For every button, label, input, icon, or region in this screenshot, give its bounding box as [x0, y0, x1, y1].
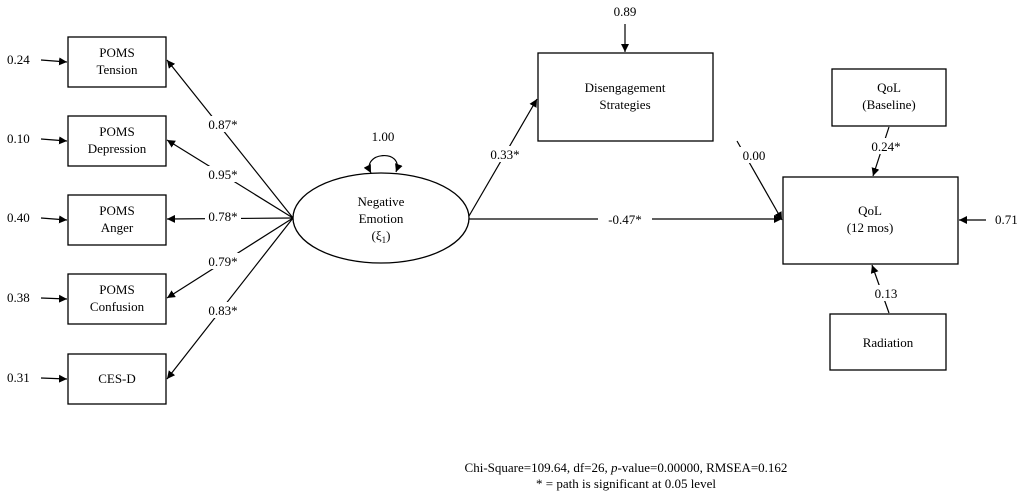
node-label: Strategies [599, 97, 650, 112]
error-label: 0.38 [7, 290, 30, 305]
node-radiation: Radiation [829, 313, 947, 371]
node-label: POMS [99, 124, 134, 139]
node-label: (12 mos) [847, 220, 894, 235]
node-label: POMS [99, 45, 134, 60]
node-label: POMS [99, 282, 134, 297]
model-fit-statistics: Chi-Square=109.64, df=26, p-value=0.0000… [465, 460, 788, 475]
loading-paths: 0.87* 0.95* 0.78* 0.79* 0.83* [166, 59, 294, 380]
path-coefficient: 0.87* [208, 117, 237, 132]
node-label: CES-D [98, 371, 136, 386]
node-label-symbol: (ξ1) [372, 228, 391, 245]
node-label: Confusion [90, 299, 145, 314]
node-label: Emotion [359, 211, 404, 226]
node-label: QoL [877, 80, 901, 95]
node-label: QoL [858, 203, 882, 218]
variance-label: 1.00 [372, 129, 395, 144]
path-coefficient: 0.24* [871, 139, 900, 154]
node-poms-anger: POMS Anger [67, 194, 167, 246]
node-label: Radiation [863, 335, 914, 350]
node-label: Negative [358, 194, 405, 209]
node-label: Anger [101, 220, 134, 235]
error-label: 0.10 [7, 131, 30, 146]
error-label: 0.40 [7, 210, 30, 225]
node-ces-d: CES-D [67, 353, 167, 405]
error-label: 0.24 [7, 52, 30, 67]
path-coefficient: 0.95* [208, 167, 237, 182]
variance-loop: 1.00 [363, 129, 403, 174]
path-coefficient: 0.78* [208, 209, 237, 224]
path-coefficient: 0.79* [208, 254, 237, 269]
node-label: Tension [97, 62, 138, 77]
node-qol-baseline: QoL (Baseline) [831, 68, 947, 127]
error-label: 0.89 [614, 4, 637, 19]
path-coefficient: 0.33* [490, 147, 519, 162]
path-coefficient: -0.47* [608, 212, 642, 227]
node-poms-confusion: POMS Confusion [67, 273, 167, 325]
node-qol-12mos: QoL (12 mos) [782, 176, 959, 265]
node-label: Depression [88, 141, 147, 156]
path-coefficient: 0.83* [208, 303, 237, 318]
node-label: Disengagement [585, 80, 666, 95]
error-terms-indicators: 0.24 0.10 0.40 0.38 0.31 [7, 52, 68, 385]
node-poms-tension: POMS Tension [67, 36, 167, 88]
path-coefficient: 0.13 [875, 286, 898, 301]
significance-note: * = path is significant at 0.05 level [536, 476, 716, 491]
node-disengagement: Disengagement Strategies [537, 52, 714, 142]
node-label: (Baseline) [862, 97, 915, 112]
path-coefficient: 0.00 [743, 148, 766, 163]
node-label: POMS [99, 203, 134, 218]
error-label: 0.31 [7, 370, 30, 385]
error-label: 0.71 [995, 212, 1018, 227]
node-negative-emotion: Negative Emotion (ξ1) [292, 172, 470, 264]
node-poms-depression: POMS Depression [67, 115, 167, 167]
